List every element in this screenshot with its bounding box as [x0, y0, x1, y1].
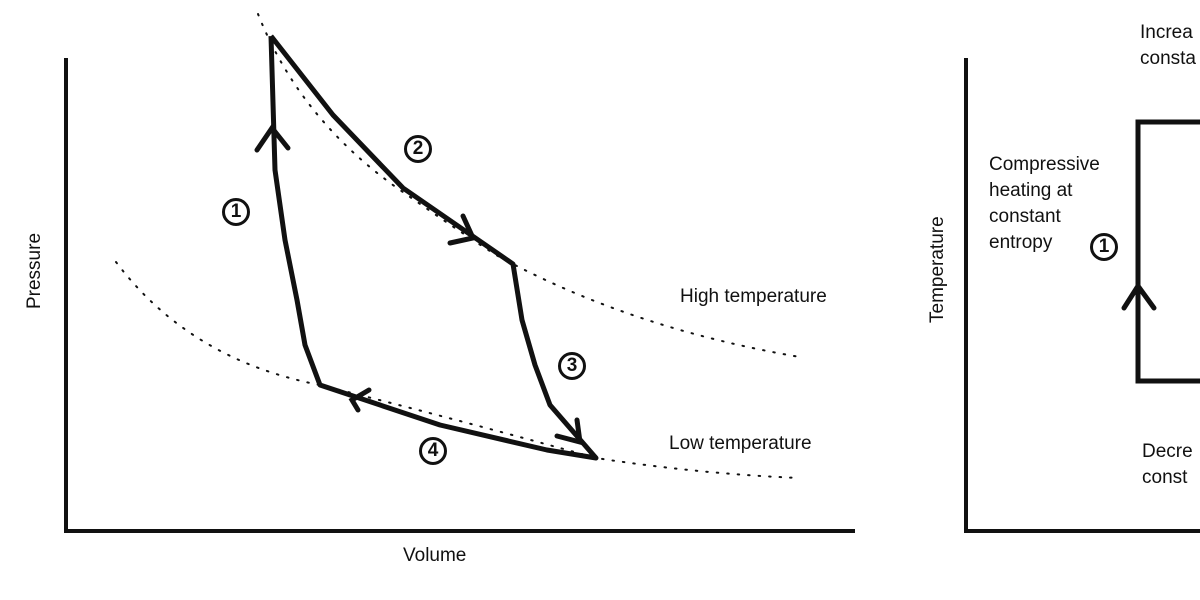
- decreasing-label: Decre const: [1142, 441, 1193, 488]
- ts-axes: [964, 58, 1200, 533]
- low-temperature-isotherm: [115, 261, 801, 479]
- ts-arrow-up-icon: [1121, 281, 1157, 311]
- ts-step-1-badge: 1: [1090, 233, 1118, 261]
- arrow-up-icon: [254, 123, 291, 153]
- step-1-badge: 1: [222, 198, 250, 226]
- pv-axes: [64, 58, 855, 533]
- step-2-badge: 2: [404, 135, 432, 163]
- pv-cycle: [268, 34, 599, 461]
- pressure-axis-label: Pressure: [24, 232, 45, 310]
- step-4-badge: 4: [419, 437, 447, 465]
- arrow-right-icon: [447, 213, 477, 246]
- temperature-axis-label: Temperature: [927, 216, 948, 323]
- ts-cycle: [1135, 119, 1200, 384]
- high-temperature-label: High temperature: [680, 286, 827, 307]
- arrow-down-icon: [554, 417, 583, 446]
- step-3-badge: 3: [558, 352, 586, 380]
- volume-axis-label: Volume: [403, 545, 467, 566]
- arrow-left-icon: [348, 387, 372, 413]
- increasing-label: Increa consta: [1140, 22, 1196, 69]
- compressive-heating-label: Compressive heating at constant entropy: [989, 154, 1100, 253]
- low-temperature-label: Low temperature: [669, 433, 812, 454]
